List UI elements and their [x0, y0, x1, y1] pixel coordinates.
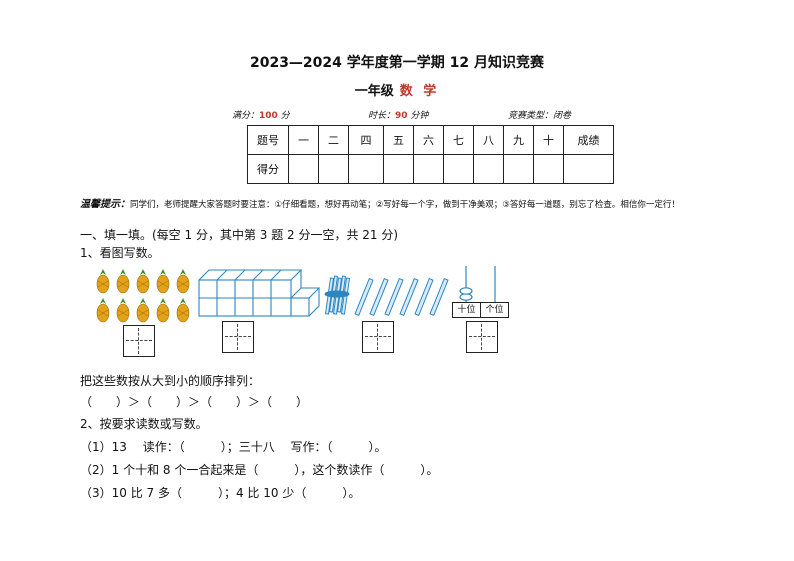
score-entry[interactable]	[288, 154, 319, 184]
score-entry[interactable]	[443, 154, 474, 184]
score-cell: 七	[443, 125, 474, 155]
score-cell: 题号	[247, 125, 289, 155]
grade-label: 一年级	[354, 84, 394, 99]
score-cell: 五	[383, 125, 414, 155]
counting-sticks	[322, 272, 452, 326]
score-cell: 八	[473, 125, 504, 155]
tip-heading: 温馨提示：	[80, 199, 130, 210]
score-cell: 二	[318, 125, 349, 155]
ones-place-label: 个位	[480, 302, 509, 318]
score-cell: 十	[533, 125, 564, 155]
answer-box-2[interactable]	[222, 321, 254, 353]
score-table: 题号 一 二 四 五 六 七 八 九 十 成绩 得分	[247, 125, 614, 184]
question-1-label: 1、看图写数。	[80, 246, 160, 260]
question-2-3[interactable]: （3）10 比 7 多（ ）；4 比 10 少（ ）。	[80, 486, 361, 500]
full-score-value: 100	[259, 111, 278, 121]
score-entry[interactable]	[563, 154, 614, 184]
subject-label: 数 学	[399, 84, 440, 99]
full-score-info: 满分：100 分	[232, 111, 290, 121]
pineapple-group	[94, 268, 194, 326]
section-1-title: 一、填一填。(每空 1 分，其中第 3 题 2 分一空，共 21 分)	[80, 228, 399, 242]
abacus: 十位 个位	[452, 266, 510, 320]
duration-value: 90	[395, 111, 408, 121]
sticks-icon	[324, 275, 449, 317]
question-2-label: 2、按要求读数或写数。	[80, 417, 208, 431]
score-cell: 得分	[247, 154, 289, 184]
score-cell: 九	[503, 125, 534, 155]
score-cell: 一	[288, 125, 319, 155]
pineapple-icon	[96, 268, 190, 323]
exam-subtitle: 一年级数 学	[0, 80, 794, 99]
score-entry[interactable]	[533, 154, 564, 184]
score-entry[interactable]	[413, 154, 444, 184]
score-entry[interactable]	[473, 154, 504, 184]
cube-blocks	[198, 268, 321, 322]
duration-info: 时长：90 分钟	[368, 111, 429, 121]
score-cell: 六	[413, 125, 444, 155]
answer-box-4[interactable]	[466, 321, 498, 353]
exam-type-info: 竞赛类型：闭卷	[508, 111, 572, 121]
tens-place-label: 十位	[452, 302, 481, 318]
cube-blocks-icon	[198, 269, 321, 317]
tip-text: 同学们，老师提醒大家答题时要注意：①仔细看题，想好再动笔；②写好每一个字，做到干…	[130, 200, 680, 210]
score-table-header-row: 题号 一 二 四 五 六 七 八 九 十 成绩	[247, 125, 614, 155]
question-2-1[interactable]: （1）13 读作：（ ）；三十八 写作：（ ）。	[80, 440, 387, 454]
score-entry[interactable]	[318, 154, 349, 184]
abacus-icon	[459, 266, 496, 302]
answer-box-3[interactable]	[362, 321, 394, 353]
score-cell: 四	[348, 125, 384, 155]
answer-box-1[interactable]	[123, 325, 155, 357]
order-answer-line[interactable]: （ ）＞（ ）＞（ ）＞（ ）	[80, 395, 309, 409]
friendly-tip: 温馨提示：同学们，老师提醒大家答题时要注意：①仔细看题，想好再动笔；②写好每一个…	[80, 198, 750, 212]
score-table-score-row: 得分	[247, 154, 614, 184]
score-cell: 成绩	[563, 125, 614, 155]
score-entry[interactable]	[348, 154, 384, 184]
order-prompt: 把这些数按从大到小的顺序排列：	[80, 374, 261, 388]
exam-title: 2023—2024 学年度第一学期 12 月知识竞赛	[249, 55, 545, 71]
score-entry[interactable]	[503, 154, 534, 184]
score-entry[interactable]	[383, 154, 414, 184]
question-2-2[interactable]: （2）1 个十和 8 个一合起来是（ ），这个数读作（ ）。	[80, 463, 439, 477]
